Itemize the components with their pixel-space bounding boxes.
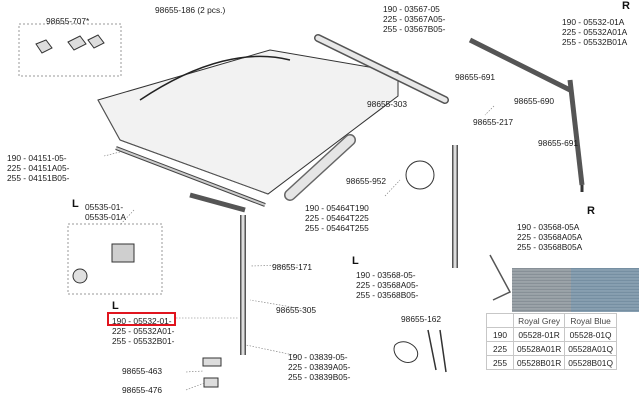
- detail-circle: [405, 160, 435, 190]
- label-03839: 190 - 03839-05-225 - 03839A05-255 - 0383…: [288, 352, 351, 382]
- parts-box-top-left: [18, 23, 122, 77]
- knob-part: [72, 268, 88, 284]
- right-arm: [567, 79, 585, 186]
- label-98655-476: 98655-476: [122, 385, 163, 395]
- label-98655-303: 98655-303: [367, 99, 408, 109]
- label-04151: 190 - 04151-05-225 - 04151A05-255 - 0415…: [7, 153, 70, 183]
- label-98655-952: 98655-952: [346, 176, 387, 186]
- label-98655-186: 98655-186 (2 pcs.): [155, 5, 226, 15]
- label-98655-690: 98655-690: [514, 96, 555, 106]
- label-98655-463: 98655-463: [122, 366, 163, 376]
- table-row: 190 05528-01R 05528-01Q: [486, 327, 617, 342]
- end-cap-part: [111, 243, 135, 263]
- right-rail: [468, 37, 572, 93]
- royal-blue-swatch: [571, 268, 639, 312]
- label-98655-305: 98655-305: [276, 305, 317, 315]
- parts-box-left: [67, 223, 163, 295]
- fabric-rope: [139, 55, 291, 101]
- header-royal-grey: Royal Grey: [512, 313, 566, 328]
- label-98655-217: 98655-217: [473, 117, 514, 127]
- tension-rod: [489, 254, 512, 301]
- fabric-table: Royal Grey Royal Blue 190 05528-01R 0552…: [486, 313, 617, 370]
- label-98655-691a: 98655-691: [455, 72, 496, 82]
- header-royal-blue: Royal Blue: [564, 313, 617, 328]
- side-l-mid: L: [72, 198, 79, 210]
- label-05532-left: 190 - 05532-01-225 - 05532A01-255 - 0553…: [112, 316, 175, 346]
- side-r-top: R: [622, 0, 630, 12]
- foot-plate-2: [203, 377, 219, 388]
- side-r-mid: R: [587, 205, 595, 217]
- label-03568-left: 190 - 03568-05-225 - 03568A05-255 - 0356…: [356, 270, 419, 300]
- label-05535: 05535-01-05535-01A: [85, 202, 126, 222]
- bracket-parts: [35, 34, 105, 54]
- side-l-low: L: [352, 255, 359, 267]
- foot-plate: [202, 357, 222, 367]
- side-l-bot: L: [112, 300, 119, 312]
- awning-fabric: [97, 49, 399, 195]
- table-row: 225 05528A01R 05528A01Q: [486, 341, 617, 356]
- table-row: 255 05528B01R 05528B01Q: [486, 355, 617, 370]
- label-98655-162: 98655-162: [401, 314, 442, 324]
- highlight-box: [107, 312, 176, 326]
- strap-coil: [393, 341, 418, 363]
- label-98655-171: 98655-171: [272, 262, 313, 272]
- label-98655-691b: 98655-691: [538, 138, 579, 148]
- label-98655-707: 98655-707*: [46, 16, 90, 26]
- royal-grey-swatch: [512, 268, 580, 312]
